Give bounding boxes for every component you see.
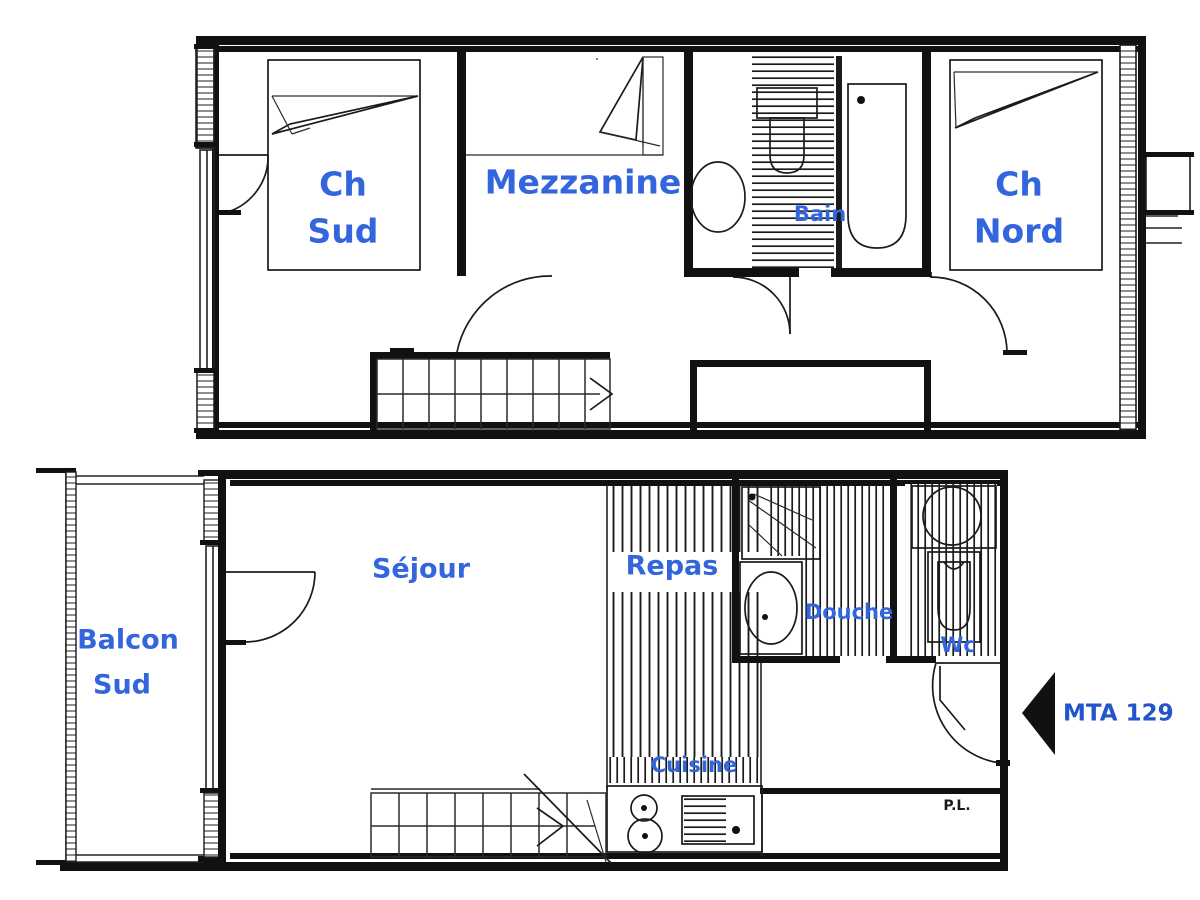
balcony-sud-structure	[65, 470, 220, 863]
room-label-balcon-sud-line1: Balcon	[77, 625, 179, 656]
room-label-ch-nord-line2: Nord	[974, 212, 1064, 251]
lower-balcony-partition	[200, 470, 226, 862]
staircase-upper	[376, 358, 614, 430]
door-ch-sud	[219, 154, 269, 215]
closet-label-pl: P.L.	[943, 798, 970, 814]
bed-mezzanine	[466, 56, 664, 156]
room-label-balcon-sud-line2: Sud	[93, 670, 151, 701]
repas-cuisine-hatch	[606, 486, 762, 790]
room-label-ch-sud-line1: Ch	[319, 165, 367, 204]
room-label-ch-nord-line1: Ch	[995, 165, 1043, 204]
room-label-bain: Bain	[794, 202, 846, 226]
entry-door	[931, 662, 1010, 766]
staircase-lower	[370, 773, 613, 865]
room-label-cuisine: Cuisine	[651, 753, 737, 777]
unit-reference-label: MTA 129	[1063, 701, 1174, 727]
upper-interior-walls	[370, 48, 931, 432]
bed-ch-nord	[949, 59, 1103, 271]
upper-floor-plan: Ch Sud Mezzanine Bain Ch Nord	[194, 36, 1194, 439]
upper-right-balcony	[1140, 152, 1194, 244]
room-label-repas: Repas	[626, 551, 719, 582]
shower-room-douche	[732, 479, 936, 663]
upper-exterior-walls	[196, 36, 1146, 439]
bathroom-bain	[690, 56, 907, 335]
entry-arrow-icon	[1022, 672, 1055, 755]
entry-marker-mta: MTA 129	[1022, 672, 1174, 755]
door-sejour-balcony	[222, 571, 316, 645]
room-label-ch-sud-line2: Sud	[308, 212, 379, 251]
room-label-sejour: Séjour	[372, 554, 471, 585]
wc-room	[905, 484, 997, 656]
room-label-douche: Douche	[805, 600, 893, 624]
room-label-mezzanine: Mezzanine	[485, 163, 682, 202]
door-ch-nord	[930, 272, 1027, 355]
upper-left-balcony-strip	[194, 44, 218, 433]
room-label-wc: Wc	[940, 633, 976, 657]
kitchen-counter	[606, 785, 763, 854]
door-mezzanine	[390, 275, 553, 354]
lower-floor-plan: P.L.	[36, 468, 1174, 871]
